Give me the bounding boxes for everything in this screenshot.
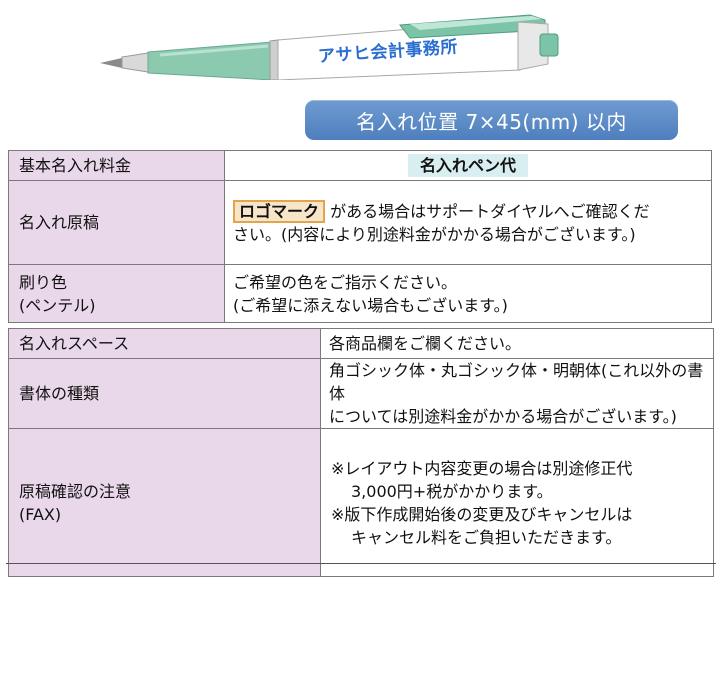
label-print-color: 刷り色 (ペンテル) (8, 264, 225, 323)
table-row: 名入れスペース 各商品欄をご欄ください。 (8, 328, 714, 359)
cost-badge: 名入れペン代 (407, 154, 528, 177)
table-row: 名入れ原稿 ロゴマーク がある場合はサポートダイヤルへご確認くだ さい。(内容に… (8, 180, 712, 265)
value-typeface: 角ゴシック体・丸ゴシック体・明朝体(これ以外の書体 については別途料金がかかる場… (320, 358, 714, 429)
proof-note-2b: キャンセル料をご負担いただきます。 (351, 527, 622, 547)
pen-grip (147, 41, 273, 80)
typeface-text-2: については別途料金がかかる場合がございます。) (329, 407, 677, 426)
label-basic-fee: 基本名入れ料金 (8, 150, 225, 181)
specs-table: 名入れスペース 各商品欄をご欄ください。 書体の種類 角ゴシック体・丸ゴシック体… (8, 328, 714, 577)
table-row: 基本名入れ料金 名入れペン代 (8, 150, 712, 181)
label-imprint-space: 名入れスペース (8, 328, 321, 359)
proof-note-1b: 3,000円+税がかかります。 (351, 481, 553, 501)
table-row: 書体の種類 角ゴシック体・丸ゴシック体・明朝体(これ以外の書体 については別途料… (8, 358, 714, 429)
value-imprint-space: 各商品欄をご欄ください。 (320, 328, 714, 359)
print-color-label-2: (ペンテル) (19, 295, 96, 315)
print-color-label-1: 刷り色 (19, 272, 68, 292)
label-manuscript: 名入れ原稿 (8, 180, 225, 265)
pen-illustration-area: アサヒ会計事務所 名入れ位置 7×45(mm) 以内 (0, 0, 720, 150)
pen-tip (100, 58, 122, 68)
proof-note-2a: ※版下作成開始後の変更及びキャンセルは (331, 504, 633, 524)
logo-mark-highlight: ロゴマーク (233, 199, 326, 223)
value-proof-notes: ※レイアウト内容変更の場合は別途修正代 3,000円+税がかかります。 ※版下作… (320, 428, 714, 577)
value-basic-fee: 名入れペン代 (224, 150, 712, 181)
proof-label-2: (FAX) (19, 504, 62, 524)
proof-note-1a: ※レイアウト内容変更の場合は別途修正代 (331, 458, 633, 478)
proof-label-1: 原稿確認の注意 (19, 481, 132, 501)
value-manuscript: ロゴマーク がある場合はサポートダイヤルへご確認くだ さい。(内容により別途料金… (224, 180, 712, 265)
typeface-text-1: 角ゴシック体・丸ゴシック体・明朝体(これ以外の書体 (329, 361, 704, 403)
table-row: 刷り色 (ペンテル) ご希望の色をご指示ください。 (ご希望に添えない場合もござ… (8, 264, 712, 323)
manuscript-text-1: がある場合はサポートダイヤルへご確認くだ (330, 201, 650, 221)
pen-knock (539, 33, 559, 57)
imprint-area-badge: 名入れ位置 7×45(mm) 以内 (305, 100, 678, 140)
label-typeface: 書体の種類 (8, 358, 321, 429)
value-print-color: ご希望の色をご指示ください。 (ご希望に添えない場合もございます。) (224, 264, 712, 323)
manuscript-text-2: さい。(内容により別途料金がかかる場合がございます。) (233, 224, 636, 244)
pricing-table: 基本名入れ料金 名入れペン代 名入れ原稿 ロゴマーク がある場合はサポートダイヤ… (8, 150, 712, 323)
table-row: 原稿確認の注意 (FAX) ※レイアウト内容変更の場合は別途修正代 3,000円… (8, 428, 714, 577)
bottom-divider (6, 563, 716, 564)
print-color-text-2: (ご希望に添えない場合もございます。) (233, 295, 508, 315)
pen-image (100, 14, 559, 80)
label-proof-notes: 原稿確認の注意 (FAX) (8, 428, 321, 577)
print-color-text-1: ご希望の色をご指示ください。 (233, 272, 458, 292)
